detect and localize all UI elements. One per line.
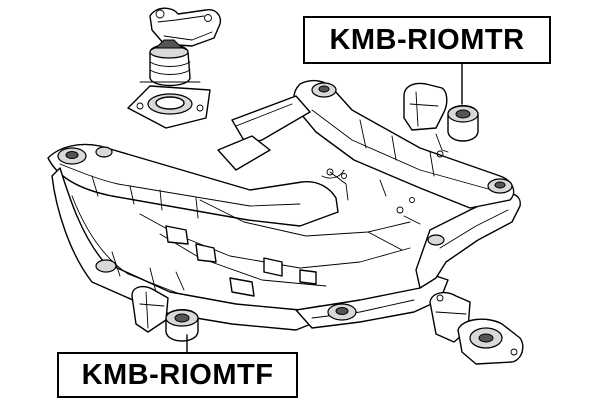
riomtf-mount-part	[131, 285, 199, 342]
riomtr-mount-part	[403, 82, 479, 158]
front-subframe	[47, 79, 521, 331]
upper-left-mount-assembly	[127, 7, 222, 129]
lower-right-mount-assembly	[429, 291, 524, 365]
part-label-top: KMB-RIOMTR	[303, 16, 551, 64]
part-label-bottom: KMB-RIOMTF	[57, 352, 298, 398]
leader-lines	[186, 63, 463, 353]
